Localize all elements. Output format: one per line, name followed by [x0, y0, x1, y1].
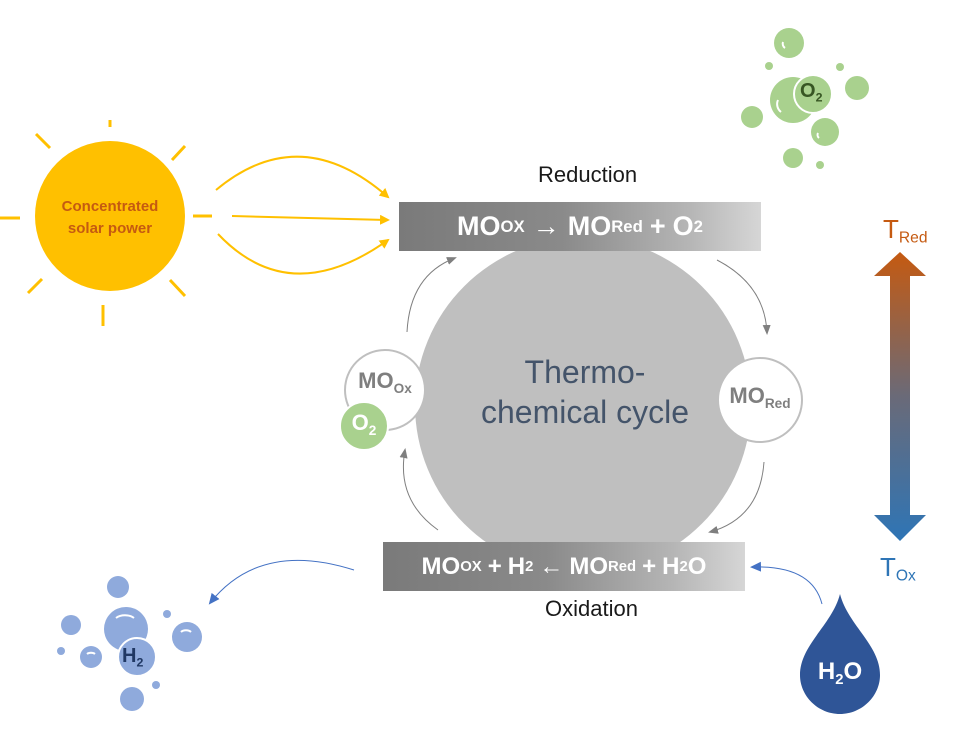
t-red-main: T	[883, 214, 899, 244]
solar-arrows	[215, 155, 390, 275]
h2-cluster-label: H2	[122, 645, 143, 669]
cycle-arrow-top-left	[406, 257, 457, 333]
eq-term: H	[662, 552, 680, 580]
oxidation-label: Oxidation	[545, 596, 638, 621]
eq-term: MO	[457, 211, 501, 241]
mo-red-main: MO	[729, 383, 765, 408]
o2-cluster-main: O	[800, 80, 816, 102]
temperature-arrow	[874, 252, 926, 541]
o2-cluster-sub: 2	[815, 90, 823, 105]
eq-plus: +	[487, 552, 502, 580]
eq-plus: +	[642, 552, 657, 580]
eq-term: MO	[567, 211, 612, 241]
eq-term: O	[687, 552, 707, 580]
water-sub: 2	[835, 672, 844, 689]
cycle-arrow-bottom-right	[708, 461, 765, 534]
t-ox-label: TOx	[880, 552, 916, 586]
sun-icon	[0, 120, 212, 326]
solar-arrow-bottom	[217, 233, 390, 275]
cycle-title-line1: Thermo-	[524, 354, 646, 390]
h2-cluster-sub: 2	[136, 655, 144, 670]
mo-ox-main: MO	[358, 368, 394, 393]
solar-arrow-middle	[231, 214, 390, 225]
t-red-label: TRed	[883, 214, 928, 248]
cycle-title: Thermo- chemical cycle	[440, 352, 730, 432]
mo-ox-label: MOOx	[345, 368, 425, 396]
sun-label: Concentrated solar power	[40, 196, 180, 240]
eq-subscript: 2	[693, 216, 703, 236]
o2-badge-label: O2	[342, 410, 386, 438]
water-drop-icon	[800, 594, 880, 714]
o2-badge-circle	[339, 401, 389, 451]
eq-subscript: Red	[608, 558, 637, 575]
o2-badge-sub: 2	[368, 422, 377, 438]
eq-plus: +	[649, 211, 666, 241]
eq-term: MO	[421, 552, 461, 580]
mo-red-sub: Red	[764, 395, 791, 411]
blue-arrows	[208, 559, 823, 605]
h2o-in-arrow	[750, 561, 823, 605]
o2-badge-main: O	[351, 410, 369, 435]
mo-ox-sub: Ox	[393, 380, 412, 396]
eq-subscript: 2	[679, 558, 688, 575]
reduction-label: Reduction	[538, 162, 638, 187]
cycle-arrow-top-right	[716, 259, 771, 335]
cycle-title-line2: chemical cycle	[480, 394, 690, 430]
cycle-arrows	[399, 257, 771, 534]
h2-cluster-main: H	[122, 645, 137, 667]
mo-red-circle	[717, 357, 803, 443]
eq-subscript: 2	[525, 558, 534, 575]
eq-term: O	[672, 211, 694, 241]
eq-subscript: OX	[500, 216, 525, 236]
water-label: H2O	[806, 658, 874, 688]
water-main: H	[817, 658, 836, 685]
eq-term: H	[507, 552, 526, 580]
t-ox-main: T	[880, 552, 896, 582]
solar-arrow-top	[215, 155, 390, 199]
eq-term: MO	[569, 552, 609, 580]
eq-subscript: OX	[460, 558, 482, 575]
sun-label-line2: solar power	[67, 220, 153, 237]
sun-label-line1: Concentrated	[61, 198, 159, 215]
mo-red-label: MORed	[718, 383, 802, 411]
t-ox-sub: Ox	[895, 567, 916, 585]
cycle-circle	[415, 237, 751, 573]
h2-out-arrow	[208, 559, 355, 605]
reaction-arrow: →	[532, 211, 560, 241]
t-red-sub: Red	[898, 229, 928, 247]
water-tail: O	[843, 658, 863, 685]
h2-bubbles-icon	[57, 576, 202, 711]
o2-bubbles-icon	[741, 28, 869, 169]
reaction-arrow: ←	[539, 552, 564, 580]
eq-subscript: Red	[611, 216, 643, 236]
o2-cluster-label: O2	[800, 80, 822, 104]
cycle-arrow-bottom-left	[399, 448, 439, 531]
